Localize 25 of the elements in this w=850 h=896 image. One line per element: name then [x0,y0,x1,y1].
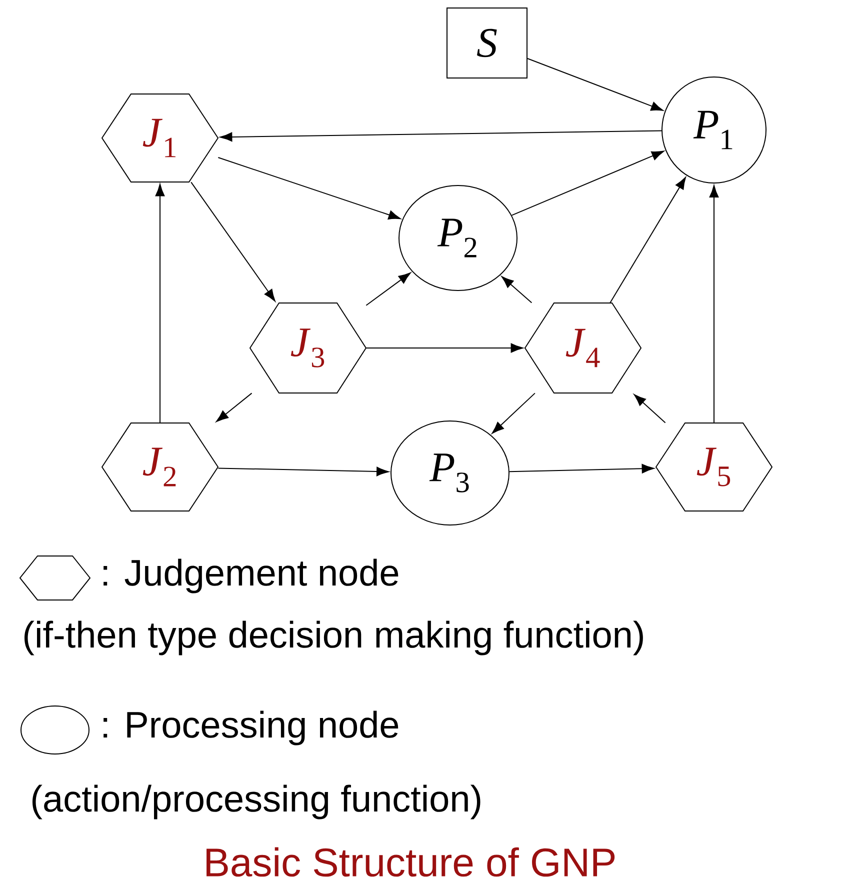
arrow [501,276,532,304]
legend-text: : Judgement node [104,558,398,594]
arrow [220,130,662,142]
arrow [511,150,664,216]
arrow [155,184,165,424]
arrow [508,464,654,474]
legend-note: (action/processing function) [32,784,480,820]
arrow [218,157,401,220]
arrow [218,466,389,476]
legend-note: (if-then type decision making function) [24,620,643,656]
arrow [492,392,536,434]
arrow [527,58,664,111]
processing-node: P$_{3}$ [390,420,510,526]
arrow [190,182,276,302]
processing-node: P$_{1}$ [662,76,766,184]
caption: Basic Structure of GNP [206,847,615,877]
arrow [216,392,252,422]
start-box: S [446,8,528,78]
arrow [610,176,686,304]
processing-node: P$_{2}$ [398,185,518,291]
arrow [634,394,666,424]
arrow [366,343,524,353]
legend-text: : Processing node [104,710,398,746]
arrow [366,272,411,306]
arrow [709,185,719,424]
